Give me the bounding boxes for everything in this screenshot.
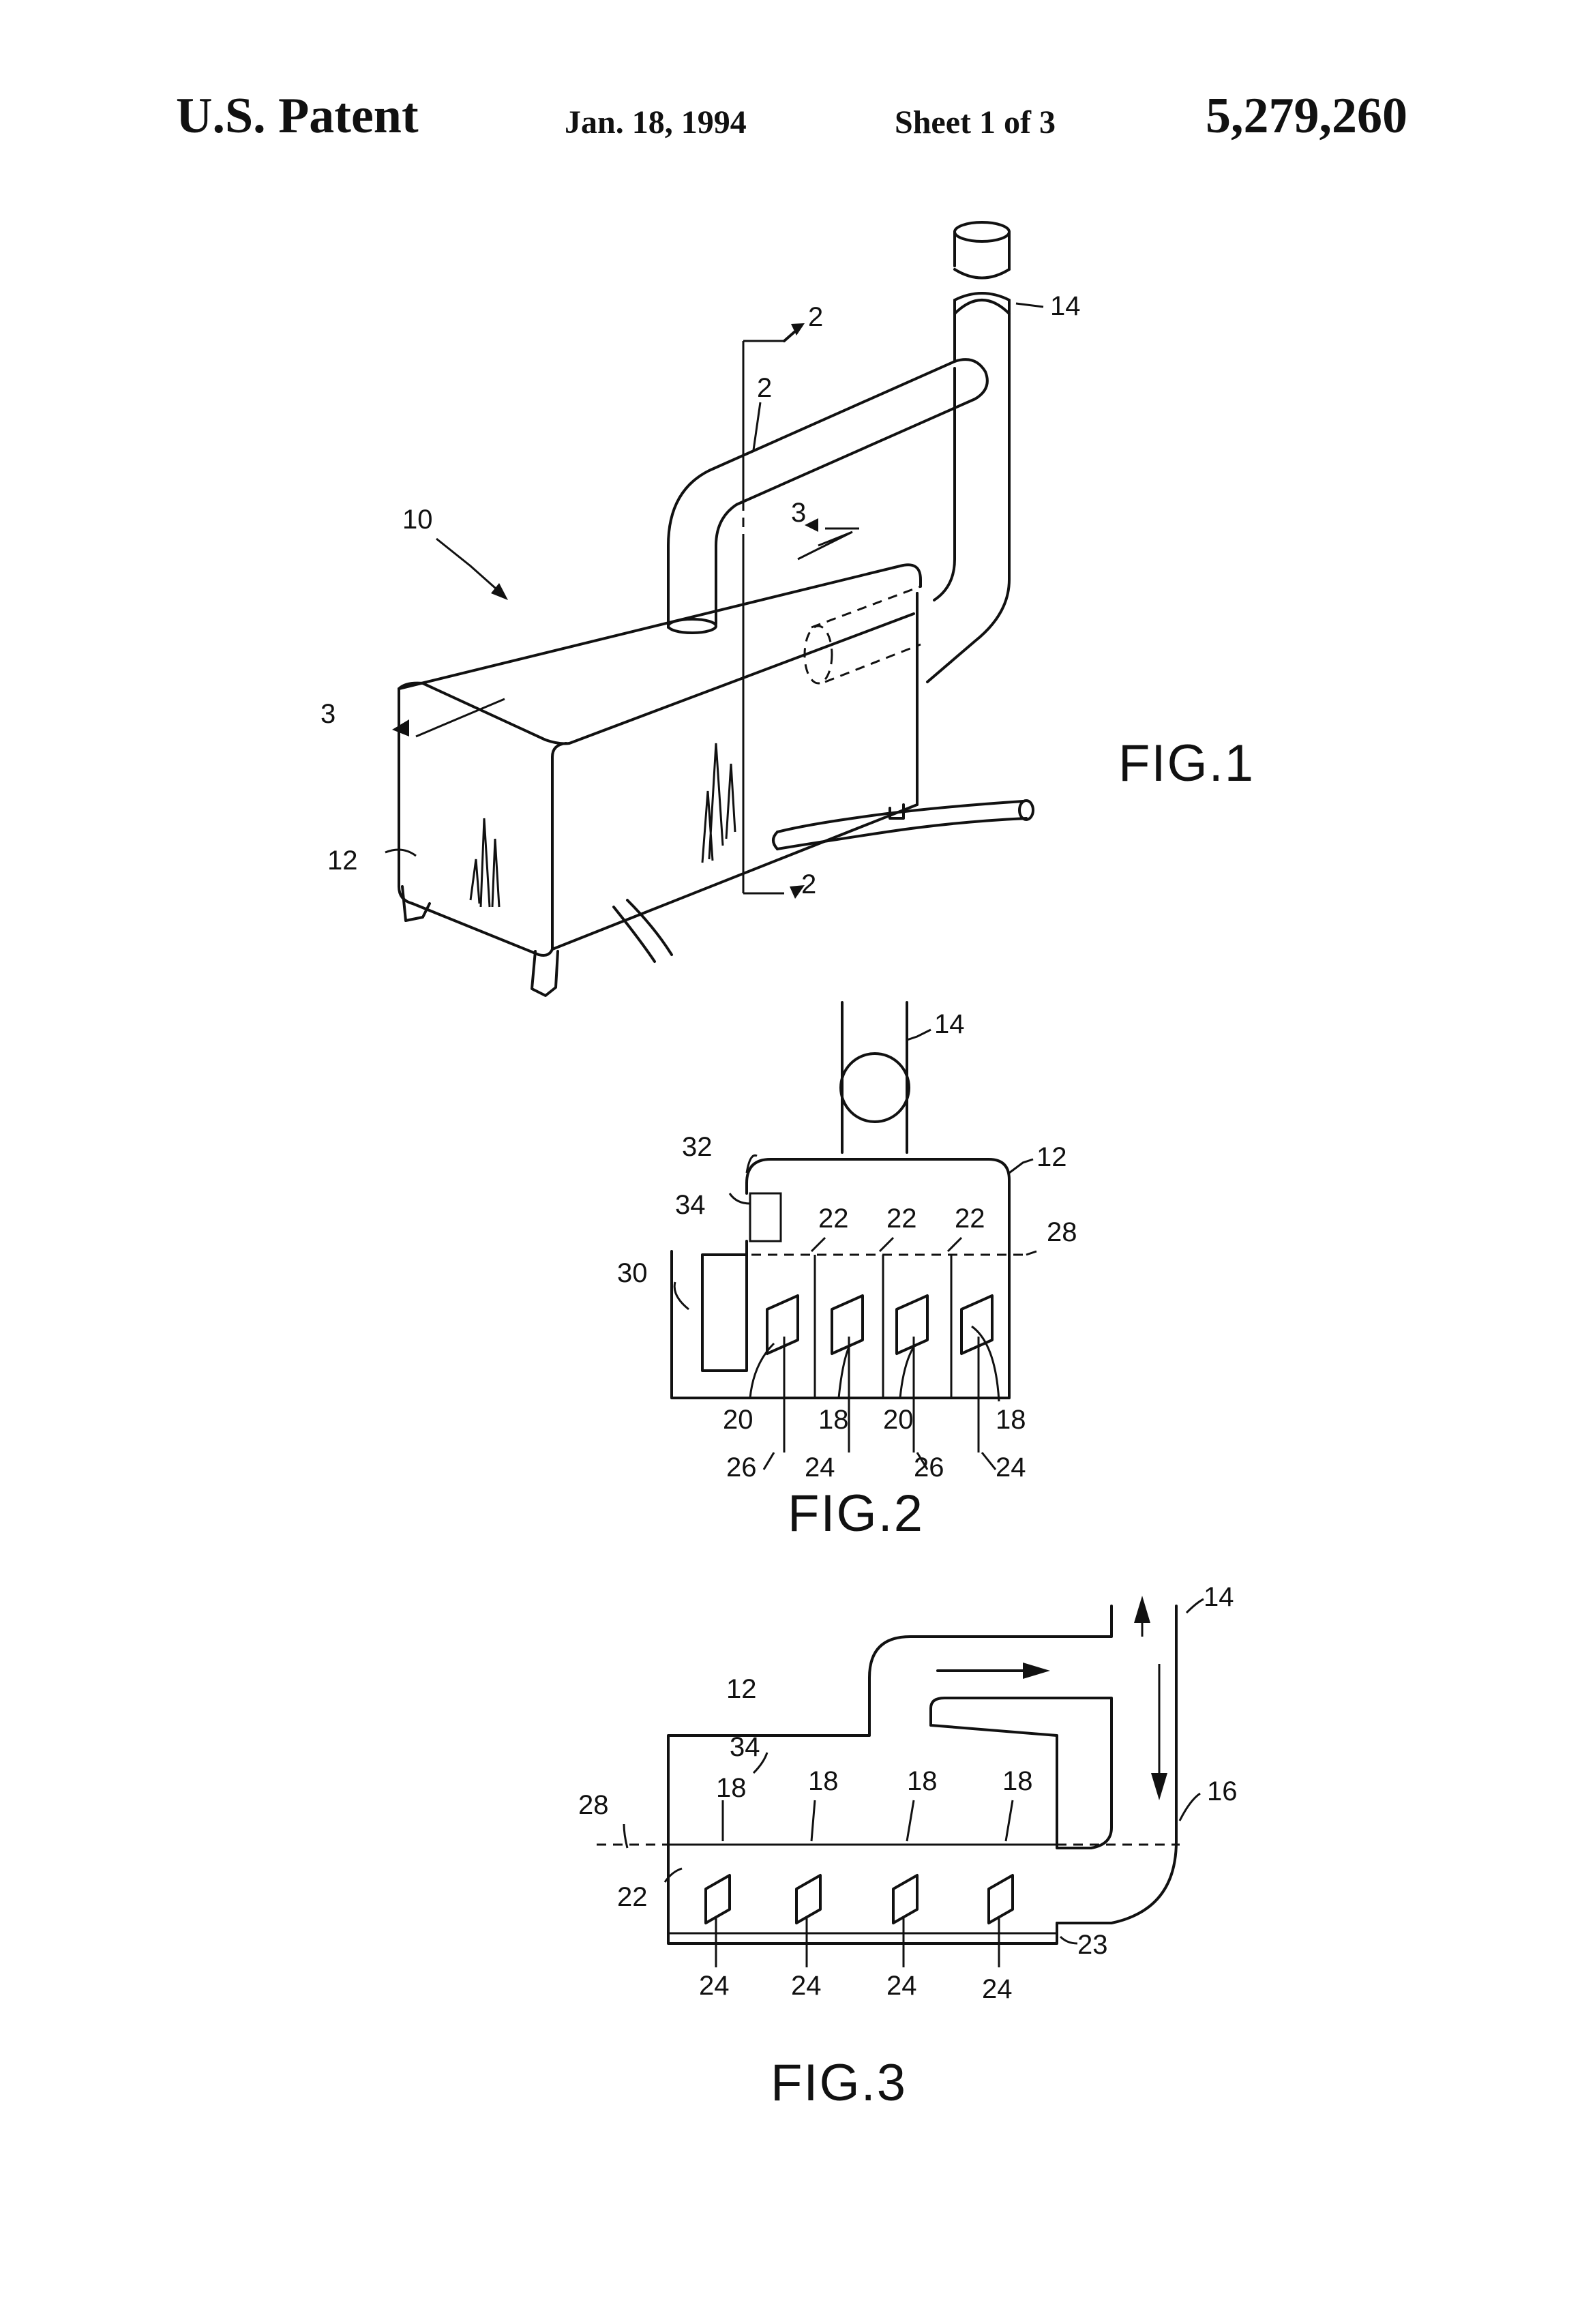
fig1-label-3-left: 3 — [320, 699, 335, 729]
fig2-label-18-b: 18 — [996, 1405, 1026, 1435]
fig2-drawing — [672, 1002, 1036, 1470]
fig3-label-28: 28 — [578, 1790, 609, 1820]
fig2-label-18-a: 18 — [818, 1405, 849, 1435]
fig2-label-22-c: 22 — [955, 1204, 985, 1234]
fig3-label-24-d: 24 — [982, 1974, 1013, 2004]
fig1-label-2-mid: 2 — [757, 373, 772, 403]
fig2-label-12: 12 — [1036, 1142, 1067, 1172]
fig3-label-14: 14 — [1204, 1582, 1234, 1612]
fig2-label-14: 14 — [934, 1009, 965, 1039]
fig2-label-24-a: 24 — [805, 1452, 835, 1483]
fig3-label-23: 23 — [1077, 1930, 1108, 1960]
fig1-title: FIG.1 — [1118, 734, 1255, 792]
fig3-label-24-c: 24 — [886, 1971, 917, 2001]
fig2-label-20-a: 20 — [723, 1405, 753, 1435]
fig3-label-24-b: 24 — [791, 1971, 822, 2001]
fig2-label-30: 30 — [617, 1258, 648, 1288]
fig3-label-22: 22 — [617, 1882, 648, 1912]
fig2-label-34: 34 — [675, 1190, 706, 1220]
fig1-label-12: 12 — [327, 846, 358, 876]
fig1-label-14: 14 — [1050, 291, 1081, 321]
fig3-title: FIG.3 — [771, 2054, 907, 2112]
fig2-title: FIG.2 — [788, 1485, 924, 1543]
fig2-label-20-b: 20 — [883, 1405, 914, 1435]
fig3-label-18-d: 18 — [1002, 1766, 1033, 1796]
fig3-drawing — [597, 1596, 1204, 1967]
fig2-label-24-b: 24 — [996, 1452, 1026, 1483]
fig2-label-22-b: 22 — [886, 1204, 917, 1234]
fig3-label-16: 16 — [1207, 1776, 1238, 1806]
fig2-label-28: 28 — [1047, 1217, 1077, 1247]
fig3-label-34: 34 — [730, 1732, 760, 1762]
fig1-drawing — [385, 222, 1043, 996]
fig3-label-18-a: 18 — [716, 1773, 747, 1803]
fig2-label-26-a: 26 — [726, 1452, 757, 1483]
fig1-label-2-bottom: 2 — [801, 869, 816, 899]
fig3-label-24-a: 24 — [699, 1971, 730, 2001]
fig2-label-32: 32 — [682, 1132, 713, 1162]
fig3-label-12: 12 — [726, 1674, 757, 1704]
fig2-label-22-a: 22 — [818, 1204, 849, 1234]
fig3-label-18-b: 18 — [808, 1766, 839, 1796]
fig2-label-26-b: 26 — [914, 1452, 944, 1483]
fig1-label-10: 10 — [402, 505, 433, 535]
fig1-label-2-top: 2 — [808, 302, 823, 332]
fig1-label-3-top: 3 — [791, 498, 806, 528]
fig3-label-18-c: 18 — [907, 1766, 938, 1796]
